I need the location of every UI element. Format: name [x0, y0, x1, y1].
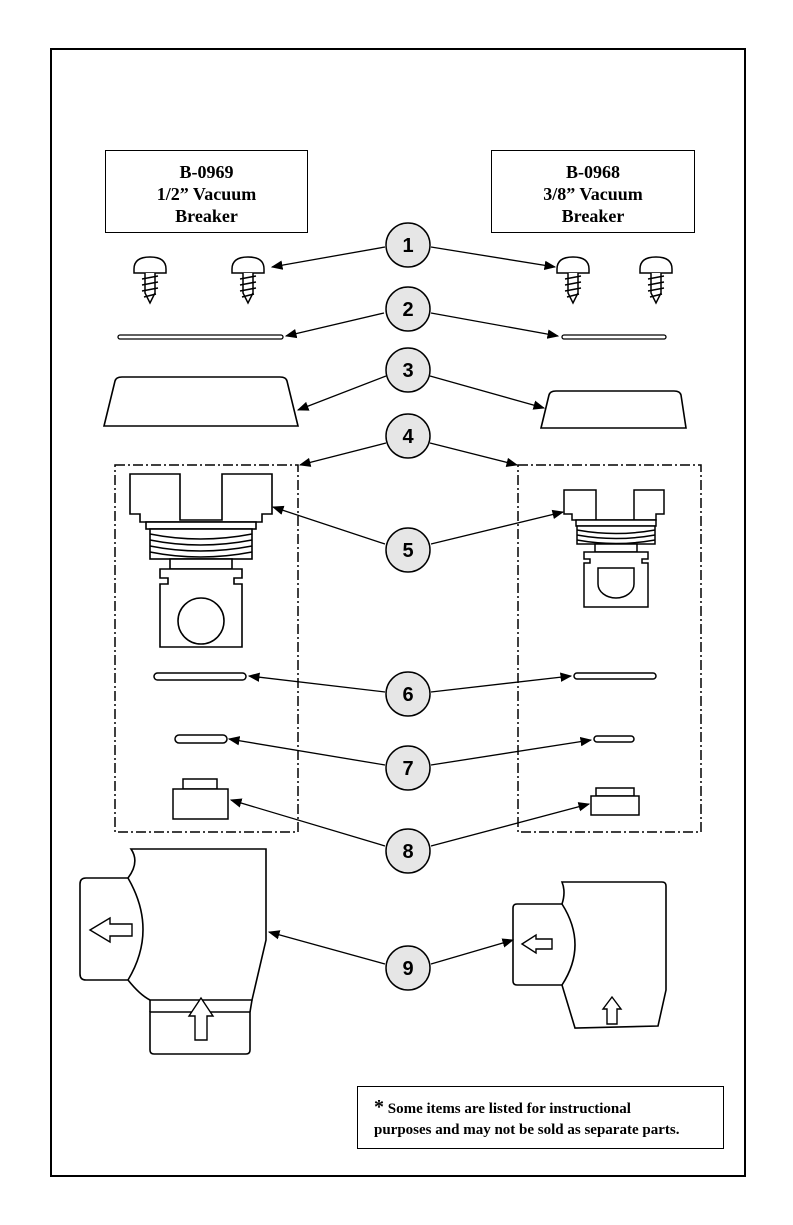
seat-right — [591, 788, 639, 815]
callout-circle: 2 — [386, 287, 430, 331]
o-ring-large-left — [154, 673, 246, 680]
callout-circle: 4 — [386, 414, 430, 458]
note-line-1: * Some items are listed for instructiona… — [374, 1097, 723, 1120]
note-line-1-text: Some items are listed for instructional — [388, 1101, 631, 1117]
seat-left — [173, 779, 228, 819]
o-ring-small-right — [594, 736, 634, 742]
asterisk-icon: * — [374, 1096, 384, 1118]
o-ring-small-left — [175, 735, 227, 743]
gasket-right — [562, 335, 666, 339]
screw-icon — [557, 257, 589, 303]
poppet-assembly-left — [130, 474, 272, 647]
callout-number: 2 — [402, 299, 413, 321]
screw-icon — [134, 257, 166, 303]
valve-body-left — [80, 849, 266, 1054]
callout-number: 4 — [402, 426, 414, 448]
callout-number: 8 — [402, 841, 413, 863]
callout-number: 5 — [402, 540, 413, 562]
callout-circle: 1 — [386, 223, 430, 267]
callout-number: 7 — [402, 758, 413, 780]
valve-body-right — [513, 882, 666, 1028]
screw-icon — [232, 257, 264, 303]
callout-number: 3 — [402, 360, 413, 382]
screw-icon — [640, 257, 672, 303]
o-ring-large-right — [574, 673, 656, 679]
callout-circle: 7 — [386, 746, 430, 790]
callout-circle: 5 — [386, 528, 430, 572]
callout-number: 6 — [402, 684, 413, 706]
callout-circle: 8 — [386, 829, 430, 873]
disclaimer-note: * Some items are listed for instructiona… — [357, 1086, 724, 1149]
cap-left — [104, 377, 298, 426]
gasket-left — [118, 335, 283, 339]
callout-circle: 3 — [386, 348, 430, 392]
callout-number: 1 — [402, 235, 413, 257]
callout-circle: 6 — [386, 672, 430, 716]
poppet-assembly-right — [564, 490, 664, 607]
callout-circle: 9 — [386, 946, 430, 990]
cap-right — [541, 391, 686, 428]
note-line-2: purposes and may not be sold as separate… — [374, 1120, 723, 1141]
callout-number: 9 — [402, 958, 413, 980]
